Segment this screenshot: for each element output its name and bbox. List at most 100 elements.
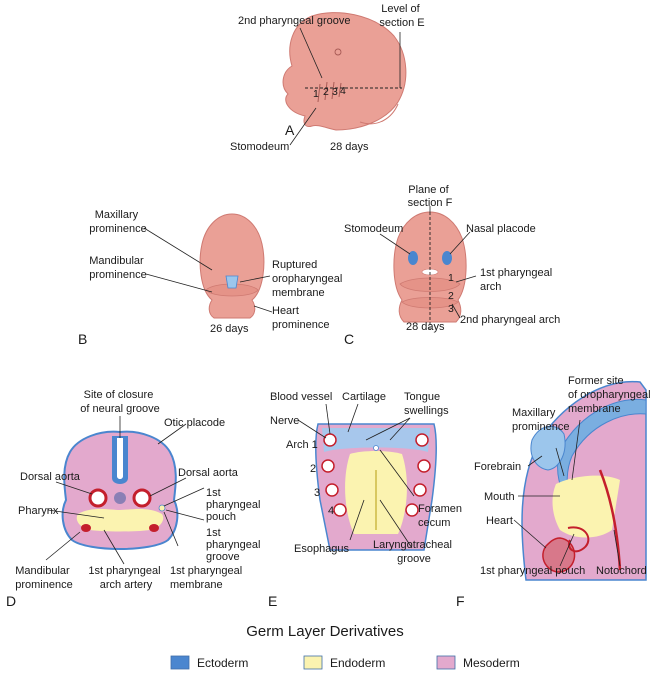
arch-num-e-2: 2 [310,463,316,475]
panel-letter-d: D [6,593,16,609]
groove-label-d: 1st pharyngeal groove [206,527,264,563]
arch-artery-right [149,524,159,532]
foramen-cecum [373,445,379,451]
section-e-label-line1: Level of [381,3,420,15]
former-site-label-f-line3: membrane [568,403,621,415]
vessel-label-e: Blood vessel [270,391,332,403]
laryngo-label-e-line1: Laryngotracheal [373,539,452,551]
stomodeum-label-c: Stomodeum [344,223,403,235]
forebrain-f [530,425,566,471]
heart-loop-f [567,526,590,553]
mandibular-label-b: Mandibular prominence [89,255,146,281]
arch1-label-e: Arch 1 [286,439,318,451]
groove-label-d-line3: groove [206,551,240,563]
nerve-label-e: Nerve [270,415,299,427]
esophagus-label-e: Esophagus [294,543,350,555]
panel-c: Plane of section F Stomodeum Nasal placo… [344,184,560,347]
arch-num-a-1: 1 [313,88,319,100]
groove-label-d-line2: pharyngeal [206,539,260,551]
legend: Germ Layer Derivatives Ectoderm Endoderm… [170,623,520,670]
otic-pit [334,48,342,56]
mandibular-bulge-b [205,283,259,297]
maxillary-label-b-line1: Maxillary [95,209,139,221]
foramen-label-e: Foramen cecum [418,503,465,529]
embryo-28-day-lateral [282,12,407,131]
aorta-right-label: Dorsal aorta [178,467,239,479]
pouch-label-d-line1: 1st [206,487,221,499]
arch-num-a-4: 4 [340,85,346,97]
former-site-label-f-line2: of oropharyngeal [568,389,650,401]
pouch-label-d-line3: pouch [206,511,236,523]
embryo-26-day-frontal [199,213,265,319]
arch-num-c-1: 1 [448,272,454,284]
embryo-tail-curve [359,103,399,125]
panel-letter-b: B [78,331,87,347]
cartilage-label-e: Cartilage [342,391,386,403]
stomodeum-label-a: Stomodeum [230,141,289,153]
heart-label-f: Heart [486,515,513,527]
tongue-swellings-region [322,428,430,452]
arch-artery-label-d: 1st pharyngeal arch artery [88,565,163,591]
arch-num-c-2: 2 [448,290,454,302]
arch-artery-left [81,524,91,532]
ruptured-membrane-b [225,275,239,289]
closure-label-d-line2: of neural groove [80,403,160,415]
legend-title: Germ Layer Derivatives [246,623,404,640]
arch-e-l3 [325,483,339,497]
legend-swatch-mesoderm [436,655,456,670]
groove-label-a: 2nd pharyngeal groove [238,15,351,27]
mandibular-label-b-line2: prominence [89,269,146,281]
arch1-label-c-line2: arch [480,281,501,293]
nasal-placode-right [442,251,452,265]
panel-d: Site of closure of neural groove Otic pl… [6,389,264,609]
membrane-label-d-line2: membrane [170,579,223,591]
laryngo-label-e-line2: groove [397,553,431,565]
ruptured-label-b: Ruptured oropharyngeal membrane [272,259,345,299]
pharynx-f [552,475,620,538]
mandibular-label-d-line1: Mandibular [15,565,70,577]
notochord-d [114,492,126,504]
pharynx-endoderm [76,509,164,532]
plane-f-label: Plane of section F [408,184,453,209]
section-e-label: Level of section E [379,3,424,29]
arch-e-l1 [323,433,337,447]
arch-num-e-4: 4 [328,505,334,517]
foramen-label-e-line1: Foramen [418,503,462,515]
mandibular-label-d: Mandibular prominence [15,565,72,591]
plane-f-label-line2: section F [408,197,453,209]
maxillary-label-f-line2: prominence [512,421,569,433]
panel-letter-e: E [268,593,277,609]
heart-label-b-line2: prominence [272,319,329,331]
maxillary-label-b: Maxillary prominence [89,209,146,235]
otic-label-d: Otic placode [164,417,225,429]
age-label-c: 28 days [406,321,445,333]
legend-swatch-endoderm [303,655,323,670]
notochord-label-f: Notochord [596,565,647,577]
arch-grooves [317,81,342,103]
legend-swatch-ectoderm [170,655,190,670]
ruptured-label-b-line2: oropharyngeal [272,273,342,285]
maxillary-label-b-line2: prominence [89,223,146,235]
arch-num-c-3: 3 [448,303,454,315]
arch-artery-label-d-line2: arch artery [100,579,153,591]
foramen-label-e-line2: cecum [418,517,450,529]
neural-tube-lumen [117,438,123,479]
panel-letter-f: F [456,593,465,609]
maxillary-label-f-line1: Maxillary [512,407,556,419]
heart-label-b-line1: Heart [272,305,299,317]
pharyngeal-membrane-d [158,504,166,512]
arch-num-e-3: 3 [314,487,320,499]
tongue-label-e: Tongue swellings [404,391,449,417]
plane-f-label-line1: Plane of [408,184,449,196]
arch-e-r1 [415,433,429,447]
former-site-label-f-line1: Former site [568,375,624,387]
legend-label-mesoderm: Mesoderm [463,656,520,670]
legend-label-ectoderm: Ectoderm [197,656,248,670]
forebrain-label-f: Forebrain [474,461,521,473]
panel-b: Maxillary prominence Mandibular prominen… [78,209,345,347]
nasal-placode-label: Nasal placode [466,223,536,235]
arch-e-l4 [333,503,347,517]
arch-e-r4 [405,503,419,517]
membrane-label-d: 1st pharyngeal membrane [170,565,245,591]
heart-label-b: Heart prominence [272,305,329,331]
